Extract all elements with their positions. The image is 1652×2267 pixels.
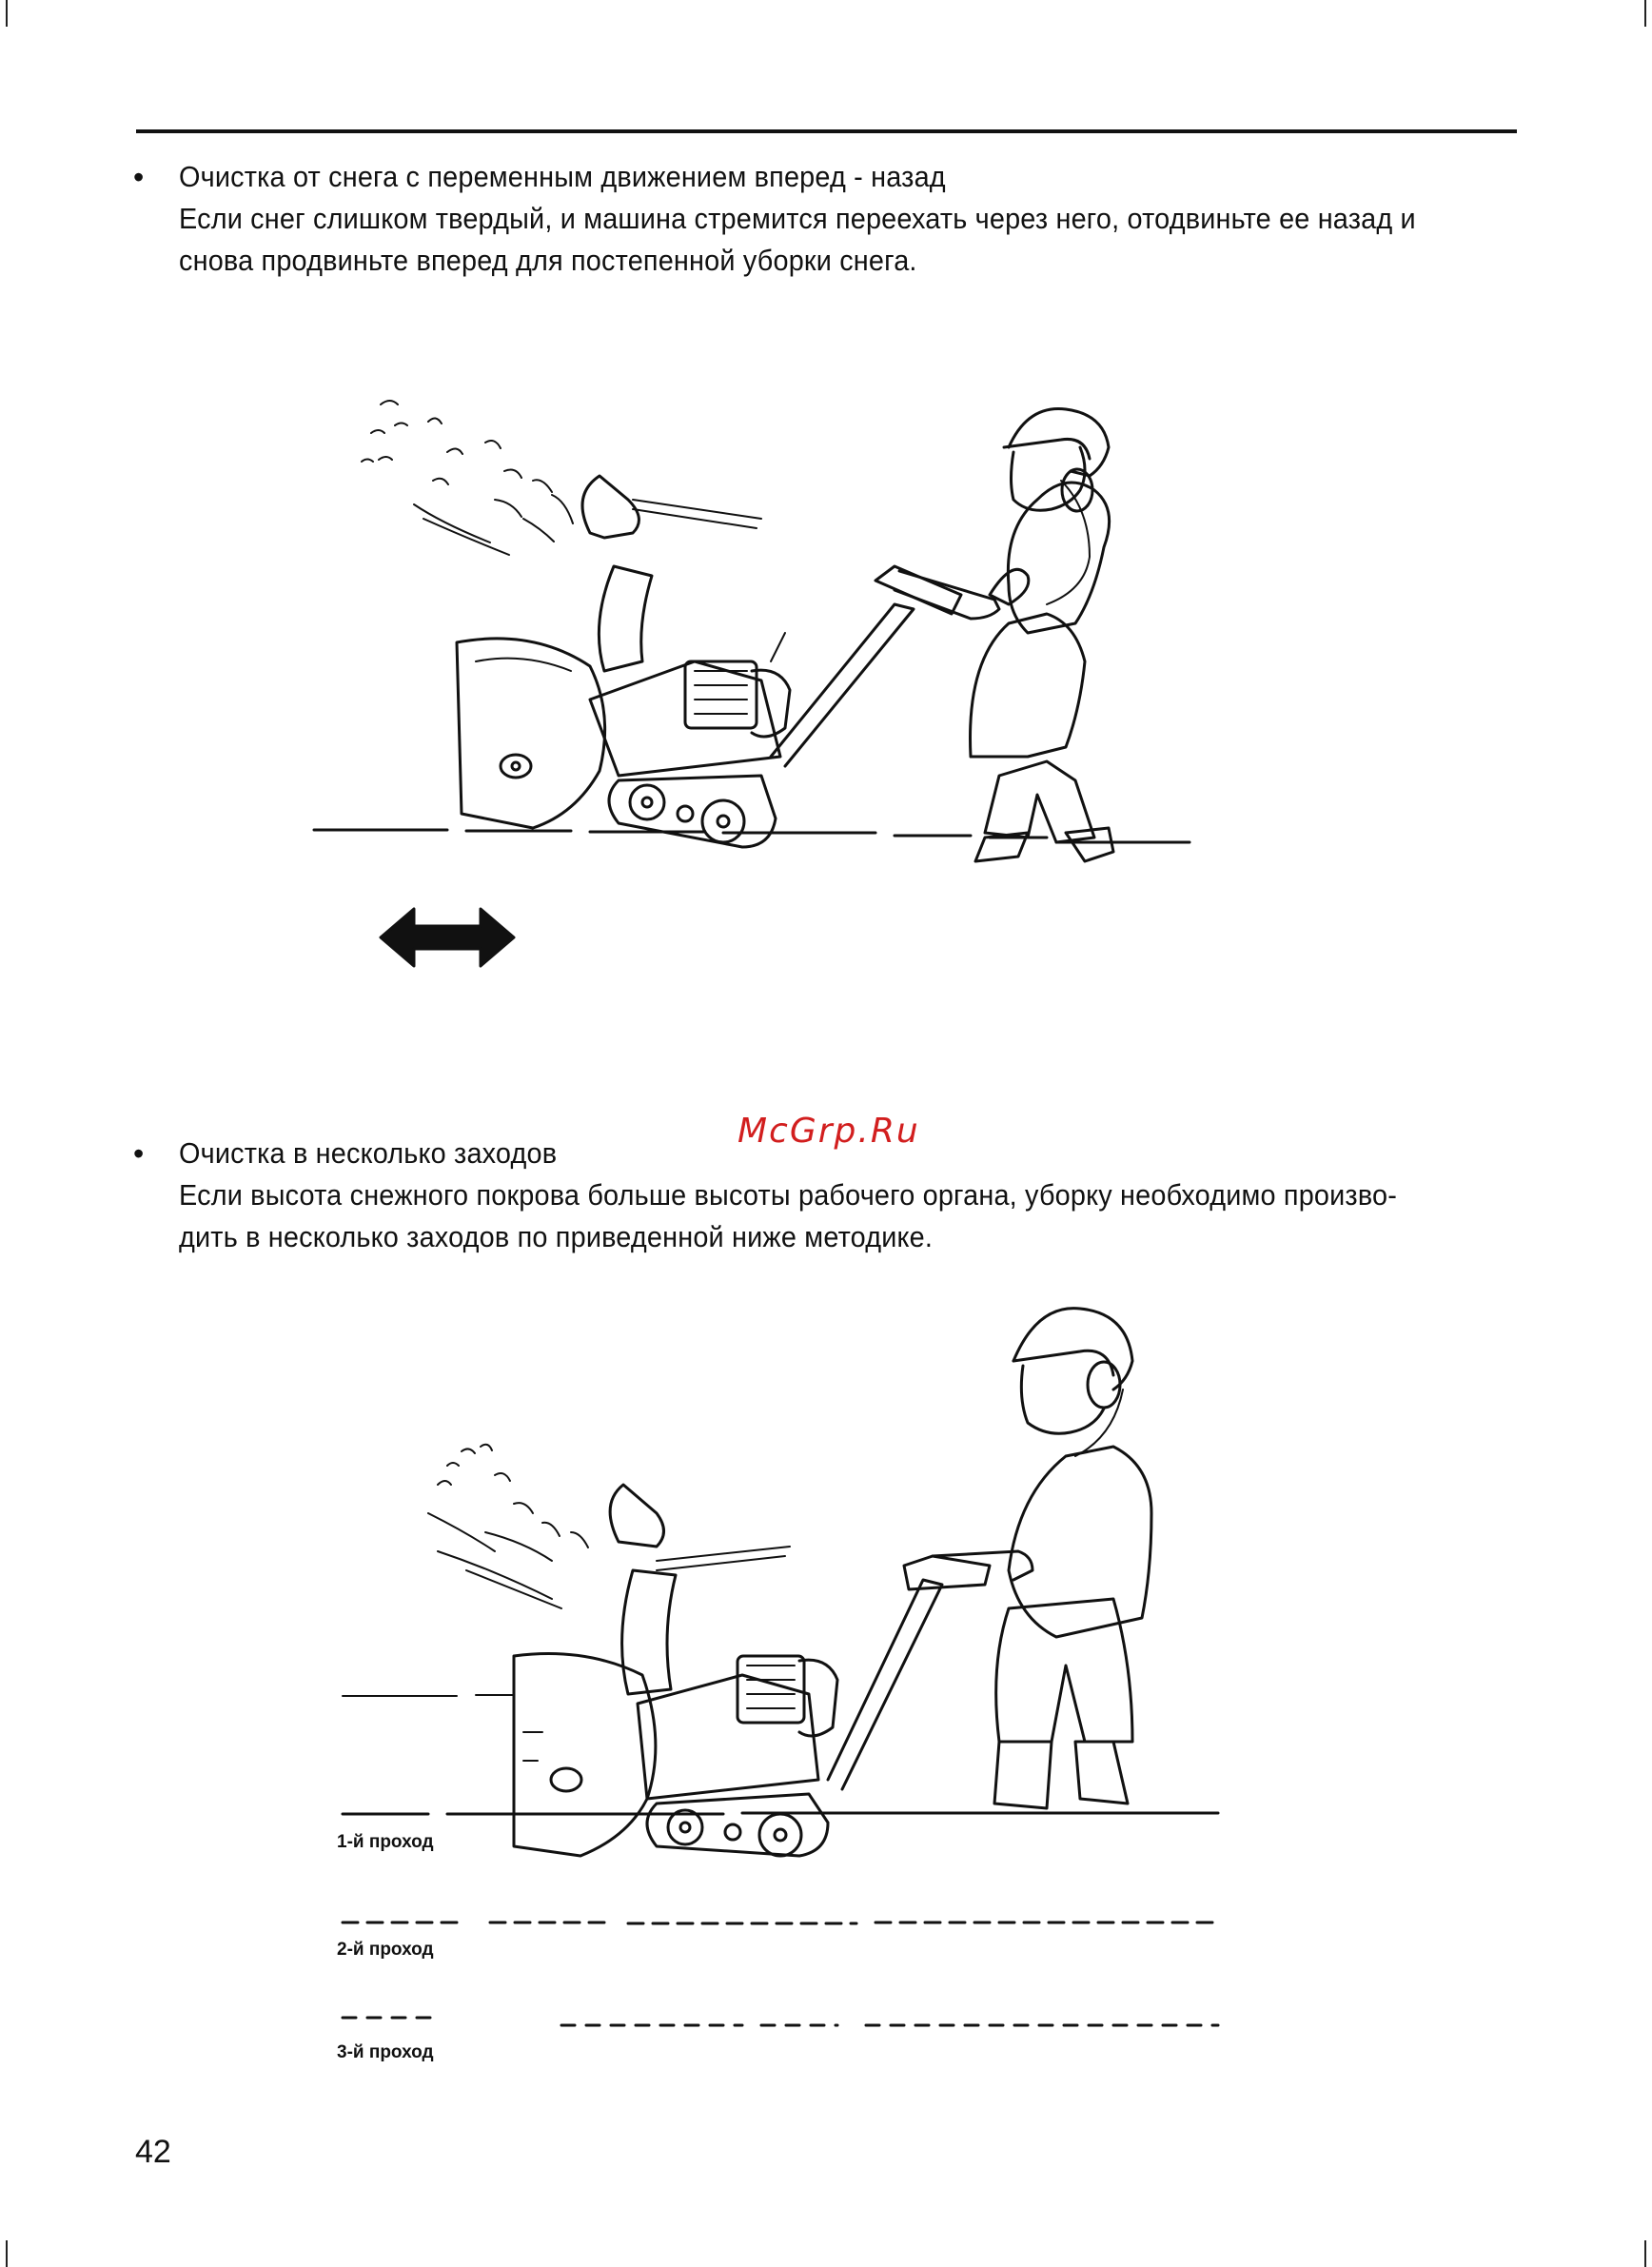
crop-mark-top-left	[0, 0, 8, 27]
pass-label-1: 1-й проход	[337, 1832, 434, 1852]
crop-mark-top-right	[1644, 0, 1652, 27]
section-title: Очистка от снега с переменным движением …	[179, 160, 946, 193]
pass-label-2: 2-й проход	[337, 1940, 434, 1960]
section-forward-backward: • Очистка от снега с переменным движение…	[133, 156, 1523, 282]
bullet-point: •	[133, 1136, 145, 1171]
section-multiple-passes: • Очистка в несколько заходов Если высот…	[133, 1133, 1523, 1258]
section-title: Очистка в несколько заходов	[179, 1136, 558, 1170]
crop-mark-bottom-right	[1644, 2240, 1652, 2267]
snowblower-operator-illustration	[312, 400, 1191, 968]
pass-label-3: 3-й проход	[337, 2042, 434, 2062]
section-body: Если высота снежного покрова больше высо…	[179, 1178, 1398, 1253]
header-rule	[136, 129, 1517, 133]
bullet-point: •	[133, 160, 145, 194]
watermark: McGrp.Ru	[738, 1112, 920, 1151]
snowblower-operator-illustration	[341, 1307, 1220, 2027]
double-arrow-icon	[379, 907, 516, 968]
page-number: 42	[135, 2134, 171, 2170]
crop-mark-bottom-left	[0, 2240, 8, 2267]
section-body: Если снег слишком твердый, и машина стре…	[179, 202, 1416, 277]
